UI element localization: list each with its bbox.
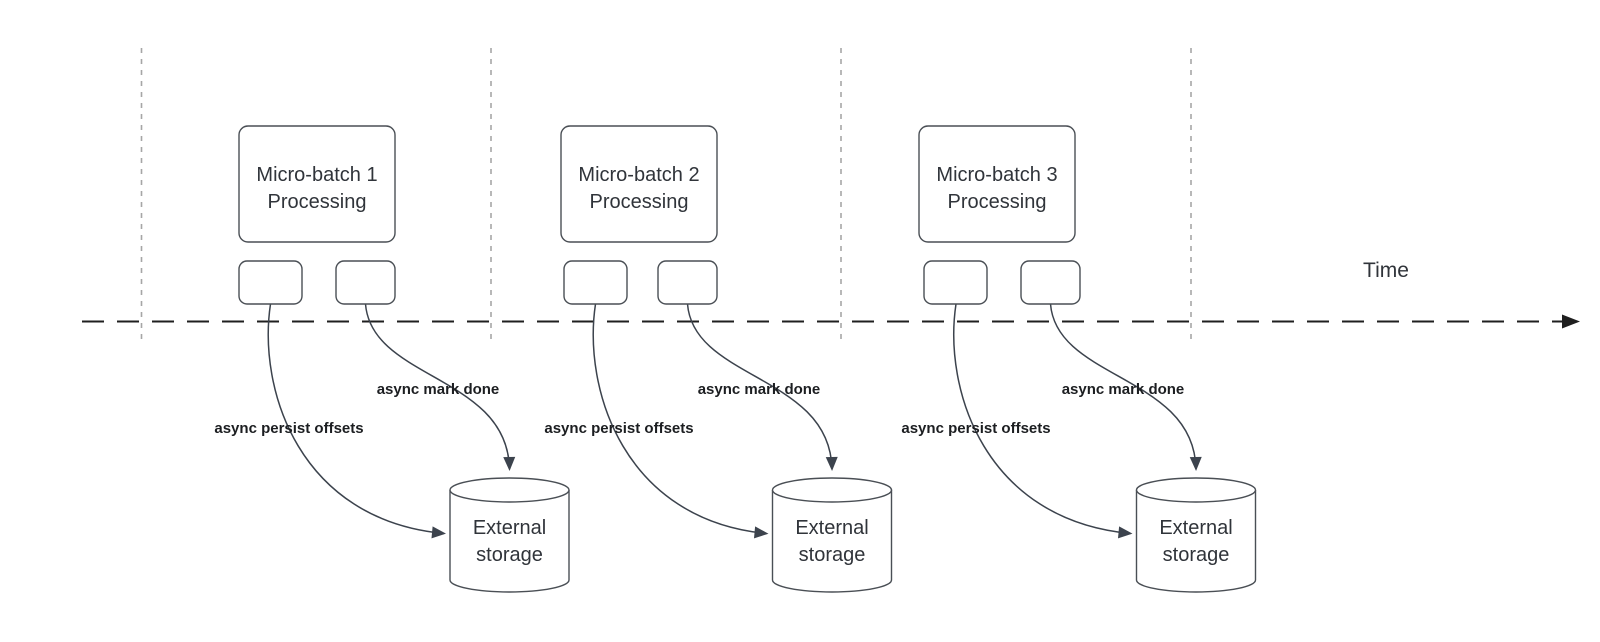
async-persist-offsets-label-3: async persist offsets	[901, 420, 1050, 437]
async-mark-done-arrow-3	[1049, 303, 1202, 471]
external-storage-cylinder-2: External storage	[771, 477, 893, 593]
offset-task-box-1	[238, 260, 303, 305]
done-task-box-2	[657, 260, 718, 305]
micro-batch-3-box	[918, 125, 1076, 243]
micro-batch-2-title-line1: Micro-batch 2	[578, 164, 699, 186]
micro-batch-2-box	[560, 125, 718, 243]
async-mark-done-arrow-2	[686, 303, 838, 471]
async-persist-offsets-label-2: async persist offsets	[544, 420, 693, 437]
storage-label-3-line1: External	[1159, 517, 1232, 539]
storage-label-1-line2: storage	[476, 544, 543, 566]
async-persist-offsets-arrow-3	[953, 303, 1133, 539]
micro-batch-2-title-line2: Processing	[590, 191, 689, 213]
done-task-box-3	[1020, 260, 1081, 305]
cylinder-top-3	[1135, 477, 1257, 503]
async-mark-done-label-3: async mark done	[1062, 381, 1185, 398]
async-persist-offsets-label-1: async persist offsets	[214, 420, 363, 437]
cylinder-body-1	[449, 490, 570, 593]
micro-batch-2-group: Micro-batch 2 Processing External storag…	[544, 125, 893, 593]
async-persist-offsets-arrow-2	[592, 303, 769, 539]
async-persist-offsets-arrow-1	[267, 303, 446, 539]
cylinder-top-1	[449, 477, 570, 503]
cylinder-body-3	[1135, 490, 1257, 593]
storage-label-2-line2: storage	[799, 544, 866, 566]
external-storage-cylinder-3: External storage	[1135, 477, 1257, 593]
micro-batch-1-group: Micro-batch 1 Processing External storag…	[214, 125, 570, 593]
micro-batch-1-title-line1: Micro-batch 1	[256, 164, 377, 186]
storage-label-2-line1: External	[795, 517, 868, 539]
offset-task-box-3	[923, 260, 988, 305]
async-mark-done-label-2: async mark done	[698, 381, 821, 398]
cylinder-body-2	[771, 490, 893, 593]
micro-batch-1-box	[238, 125, 396, 243]
micro-batch-1-title-line2: Processing	[268, 191, 367, 213]
async-mark-done-arrow-1	[364, 303, 516, 471]
async-mark-done-label-1: async mark done	[377, 381, 500, 398]
offset-task-box-2	[563, 260, 628, 305]
micro-batch-3-title-line1: Micro-batch 3	[936, 164, 1057, 186]
done-task-box-1	[335, 260, 396, 305]
external-storage-cylinder-1: External storage	[449, 477, 570, 593]
cylinder-top-2	[771, 477, 893, 503]
storage-label-1-line1: External	[473, 517, 546, 539]
time-axis-label: Time	[1363, 259, 1409, 282]
time-axis-arrowhead-icon	[1562, 314, 1580, 329]
micro-batch-3-title-line2: Processing	[948, 191, 1047, 213]
micro-batch-3-group: Micro-batch 3 Processing External storag…	[901, 125, 1257, 593]
storage-label-3-line2: storage	[1163, 544, 1230, 566]
